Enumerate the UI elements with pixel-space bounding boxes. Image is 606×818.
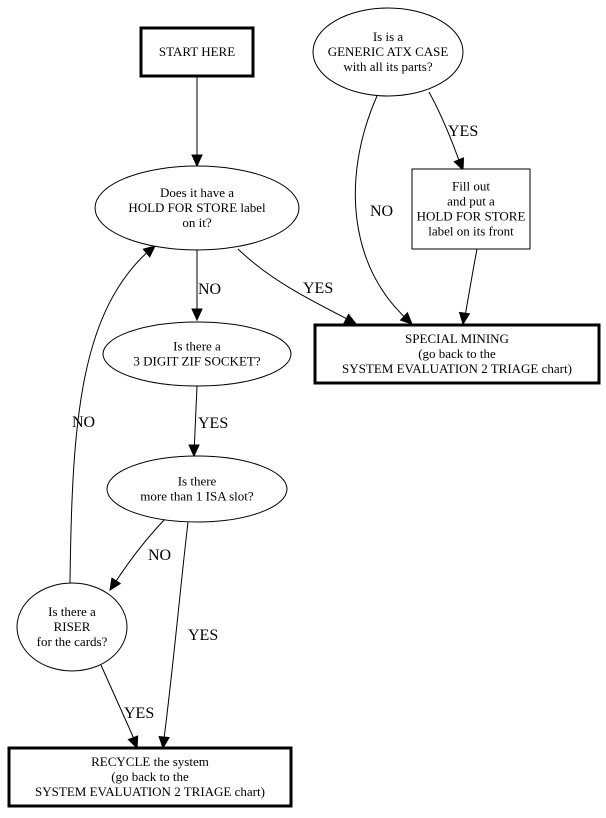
edge-zif_socket-to-isa_slot: YES	[188, 385, 228, 458]
arrowhead-icon	[191, 154, 203, 168]
node-text-line: SYSTEM EVALUATION 2 TRIAGE chart)	[342, 361, 572, 376]
edge-line	[193, 385, 198, 455]
decision-ellipse	[94, 165, 300, 251]
edge-riser-to-recycle: YES	[100, 664, 154, 750]
edge-line	[69, 247, 153, 584]
edge-generic_atx-to-fill_out: YES	[428, 91, 478, 172]
arrowhead-icon	[127, 735, 139, 750]
node-zif-socket: Is there a3 DIGIT ZIF SOCKET?	[102, 321, 292, 387]
node-text-line: for the cards?	[37, 634, 108, 649]
decision-ellipse	[312, 7, 464, 97]
node-text-line: and put a	[447, 194, 495, 209]
decision-ellipse	[16, 582, 128, 672]
arrowhead-icon	[399, 311, 413, 325]
node-text-line: Is there a	[173, 339, 221, 354]
edge-label: YES	[303, 280, 333, 297]
terminal-box	[7, 746, 293, 808]
edge-start-to-hold_label	[191, 76, 203, 168]
edge-riser-to-hold_label: NO	[69, 245, 156, 584]
arrowhead-icon	[109, 577, 122, 592]
node-text-line: START HERE	[159, 44, 235, 59]
decision-ellipse	[102, 321, 292, 387]
edge-line	[237, 248, 354, 323]
node-text-line: Is there	[178, 474, 217, 489]
edge-label: YES	[198, 415, 228, 432]
node-text-line: SYSTEM EVALUATION 2 TRIAGE chart)	[35, 784, 265, 799]
node-text-line: RISER	[54, 619, 91, 634]
edge-label: YES	[188, 627, 218, 644]
node-text-line: with all its parts?	[343, 59, 432, 74]
edge-line	[463, 248, 478, 323]
node-text-line: (go back to the	[111, 769, 189, 784]
node-text-line: 3 DIGIT ZIF SOCKET?	[133, 354, 260, 369]
node-text-line: Is is a	[373, 29, 404, 44]
arrowhead-icon	[188, 444, 200, 458]
node-text-line: Fill out	[452, 179, 490, 194]
action-box	[411, 168, 531, 250]
node-text-line: HOLD FOR STORE	[417, 209, 526, 224]
node-text-line: Does it have a	[160, 185, 234, 200]
edge-label: YES	[124, 705, 154, 722]
edge-label: NO	[72, 414, 95, 431]
edge-label: NO	[370, 203, 393, 220]
decision-ellipse	[106, 455, 288, 523]
edge-isa_slot-to-riser: NO	[109, 518, 171, 592]
arrowhead-icon	[191, 308, 203, 322]
node-text-line: on it?	[182, 215, 211, 230]
edge-label: NO	[198, 281, 221, 298]
arrowhead-icon	[453, 157, 465, 172]
node-text-line: label on its front	[428, 224, 514, 239]
node-text-line: HOLD FOR STORE label	[128, 200, 266, 215]
edge-generic_atx-to-special_mining: NO	[354, 95, 413, 325]
edge-hold_label-to-special_mining: YES	[237, 248, 358, 325]
edge-line	[162, 521, 189, 747]
node-text-line: Is there a	[48, 604, 96, 619]
arrowhead-icon	[158, 735, 170, 750]
edge-fill_out-to-special_mining	[458, 248, 478, 326]
edges-layer: YES NO YES NO YES NO YES YES NO	[69, 76, 478, 750]
node-text-line: more than 1 ISA slot?	[140, 489, 254, 504]
node-start: START HERE	[139, 26, 255, 78]
node-text-line: GENERIC ATX CASE	[328, 44, 449, 59]
edge-label: NO	[148, 547, 171, 564]
edge-line	[428, 91, 462, 167]
arrowhead-icon	[343, 313, 358, 325]
node-text-line: (go back to the	[418, 346, 496, 361]
node-text-line: SPECIAL MINING	[405, 331, 509, 346]
terminal-box	[139, 26, 255, 78]
edge-isa_slot-to-recycle: YES	[158, 521, 218, 750]
terminal-box	[313, 323, 601, 385]
arrowhead-icon	[458, 311, 471, 326]
edge-hold_label-to-zif_socket: NO	[191, 250, 221, 322]
node-recycle: RECYCLE the system(go back to theSYSTEM …	[7, 746, 293, 808]
node-text-line: RECYCLE the system	[91, 754, 209, 769]
edge-line	[354, 95, 411, 323]
arrowhead-icon	[142, 245, 156, 258]
edge-label: YES	[448, 123, 478, 140]
